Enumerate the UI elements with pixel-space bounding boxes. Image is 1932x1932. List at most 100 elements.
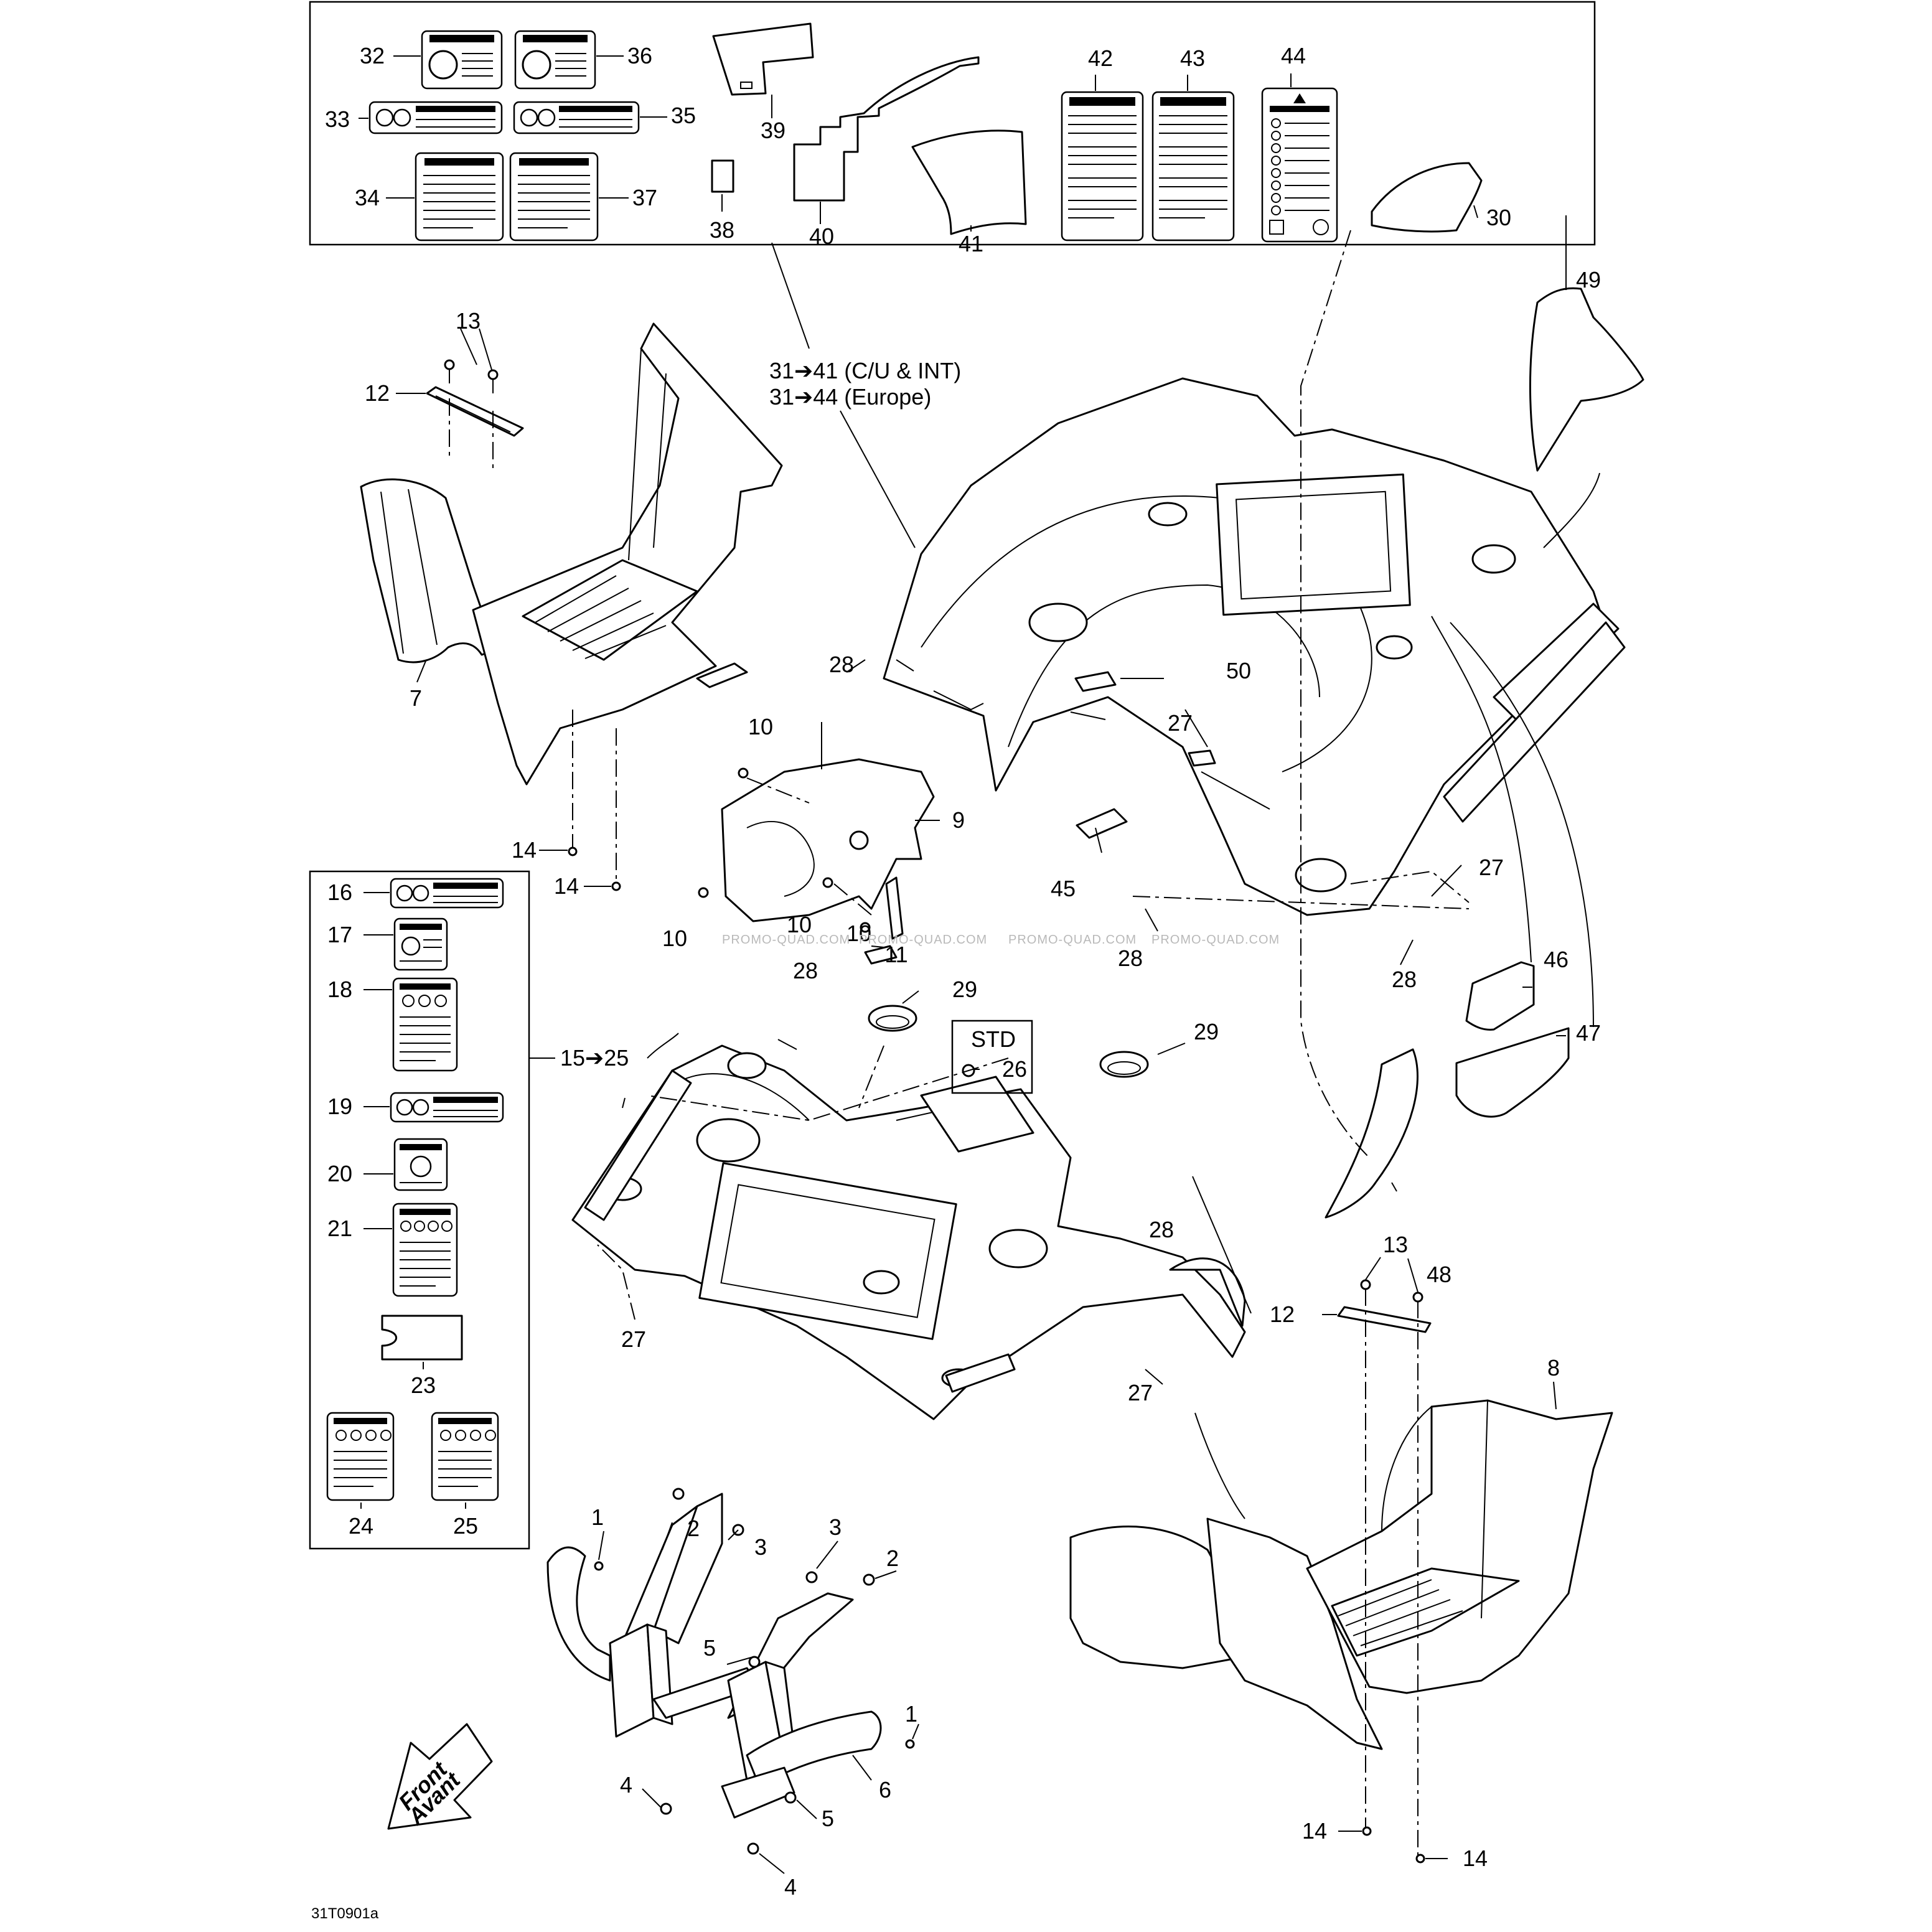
mud-guard-46: [1465, 961, 1535, 1031]
front-direction-arrow: Front Avant: [387, 1723, 493, 1830]
callout-17: 17: [327, 922, 352, 947]
callout-35: 35: [671, 103, 696, 128]
callout-14-left-b: 14: [554, 873, 579, 899]
caps-29: [868, 1005, 1149, 1078]
std-box: [951, 1020, 1033, 1094]
decal-41: [911, 129, 1027, 235]
callout-28-e: 28: [1149, 1217, 1174, 1242]
callout-6: 6: [879, 1777, 891, 1803]
decal-kit-box-lower: [309, 870, 555, 1550]
callout-2-b: 2: [886, 1545, 899, 1571]
cover-30: [1371, 162, 1483, 233]
leader-lines: [597, 205, 1600, 1874]
callout-10-d: 10: [846, 921, 871, 946]
callout-37: 37: [632, 185, 657, 210]
watermark-1: PROMO-QUAD.COM: [722, 933, 850, 947]
callout-30: 30: [1486, 205, 1511, 230]
right-footrest-assembly: [1069, 1279, 1613, 1864]
decal-24: [326, 1412, 395, 1501]
callout-14-left-a: 14: [512, 837, 537, 863]
screws-10: [698, 767, 871, 933]
decal-44: [1261, 87, 1338, 243]
callout-3-a: 3: [754, 1534, 767, 1560]
front-fender: [571, 1044, 1246, 1420]
callout-10-a: 10: [748, 714, 773, 739]
callout-33: 33: [325, 106, 350, 132]
callout-45: 45: [1051, 876, 1076, 901]
decal-21: [392, 1203, 458, 1297]
decal-33: [368, 101, 503, 134]
rear-bracket-9: [721, 758, 935, 940]
drawing-reference: 31T0901a: [311, 1905, 379, 1922]
callout-29-b: 29: [1194, 1019, 1219, 1044]
callout-39: 39: [761, 118, 785, 143]
callout-27-c: 27: [621, 1326, 646, 1352]
decal-35: [513, 101, 640, 134]
callout-28-b: 28: [1118, 945, 1143, 971]
callout-5-a: 5: [703, 1635, 716, 1661]
std-label: STD: [971, 1026, 1016, 1052]
decal-kit-box-upper: [309, 1, 1596, 246]
callout-24: 24: [349, 1513, 373, 1539]
callout-12-right: 12: [1270, 1301, 1295, 1327]
mud-guard-47: [1455, 1027, 1570, 1118]
callout-4-a: 4: [620, 1772, 632, 1798]
callout-28-c: 28: [1392, 967, 1417, 992]
watermark-3: PROMO-QUAD.COM: [1008, 933, 1137, 947]
callout-29-a: 29: [952, 977, 977, 1002]
decal-16: [390, 878, 504, 909]
callout-42: 42: [1088, 45, 1113, 71]
callout-43: 43: [1180, 45, 1205, 71]
callout-40: 40: [809, 223, 834, 249]
callout-47: 47: [1576, 1020, 1601, 1046]
callout-48: 48: [1427, 1262, 1451, 1287]
callout-36: 36: [627, 43, 652, 68]
panel-49: [1529, 287, 1644, 472]
kit-lower-label: 15➔25: [560, 1045, 629, 1071]
decal-25: [431, 1412, 499, 1501]
decal-40: [793, 56, 980, 202]
decal-23: [381, 1315, 463, 1361]
decal-34: [415, 152, 504, 242]
bracket-11: [864, 945, 898, 965]
callout-27-b: 27: [1479, 855, 1504, 880]
callout-13-left: 13: [456, 308, 481, 334]
watermarks: PROMO-QUAD.COM PROMO-QUAD.COM PROMO-QUAD…: [722, 933, 1279, 947]
callout-25: 25: [453, 1513, 478, 1539]
decal-32: [421, 30, 503, 90]
callout-8: 8: [1547, 1355, 1560, 1381]
callout-13-right: 13: [1383, 1232, 1408, 1257]
callout-26: 26: [1002, 1056, 1027, 1082]
callouts: 32 36 33 35 34 37 39 38 40 41 42 43 44 3…: [325, 43, 1601, 1900]
rear-fender: [883, 377, 1626, 916]
callout-4-b: 4: [784, 1874, 797, 1900]
callout-38: 38: [710, 217, 734, 243]
callout-3-b: 3: [829, 1514, 842, 1540]
callout-21: 21: [327, 1216, 352, 1241]
decal-20: [393, 1138, 448, 1191]
callout-10-c: 10: [787, 912, 812, 937]
decal-17: [393, 917, 448, 971]
decal-37: [509, 152, 599, 242]
callout-49: 49: [1576, 267, 1601, 293]
callout-50: 50: [1226, 658, 1251, 683]
callout-19: 19: [327, 1094, 352, 1119]
callout-18: 18: [327, 977, 352, 1002]
callout-20: 20: [327, 1161, 352, 1186]
decal-43: [1151, 91, 1235, 242]
callout-34: 34: [355, 185, 380, 210]
callout-23: 23: [411, 1372, 436, 1398]
callout-1-b: 1: [905, 1701, 917, 1727]
callout-44: 44: [1281, 43, 1306, 68]
decal-38: [711, 159, 734, 193]
decal-42: [1061, 91, 1144, 242]
callout-32: 32: [360, 43, 385, 68]
callout-11: 11: [884, 942, 907, 967]
callout-28-d: 28: [793, 958, 818, 983]
watermark-2: PROMO-QUAD.COM: [859, 933, 987, 947]
callout-27-d: 27: [1128, 1380, 1153, 1405]
callout-5-b: 5: [822, 1806, 834, 1831]
decal-18: [392, 977, 458, 1072]
callout-46: 46: [1544, 947, 1569, 972]
